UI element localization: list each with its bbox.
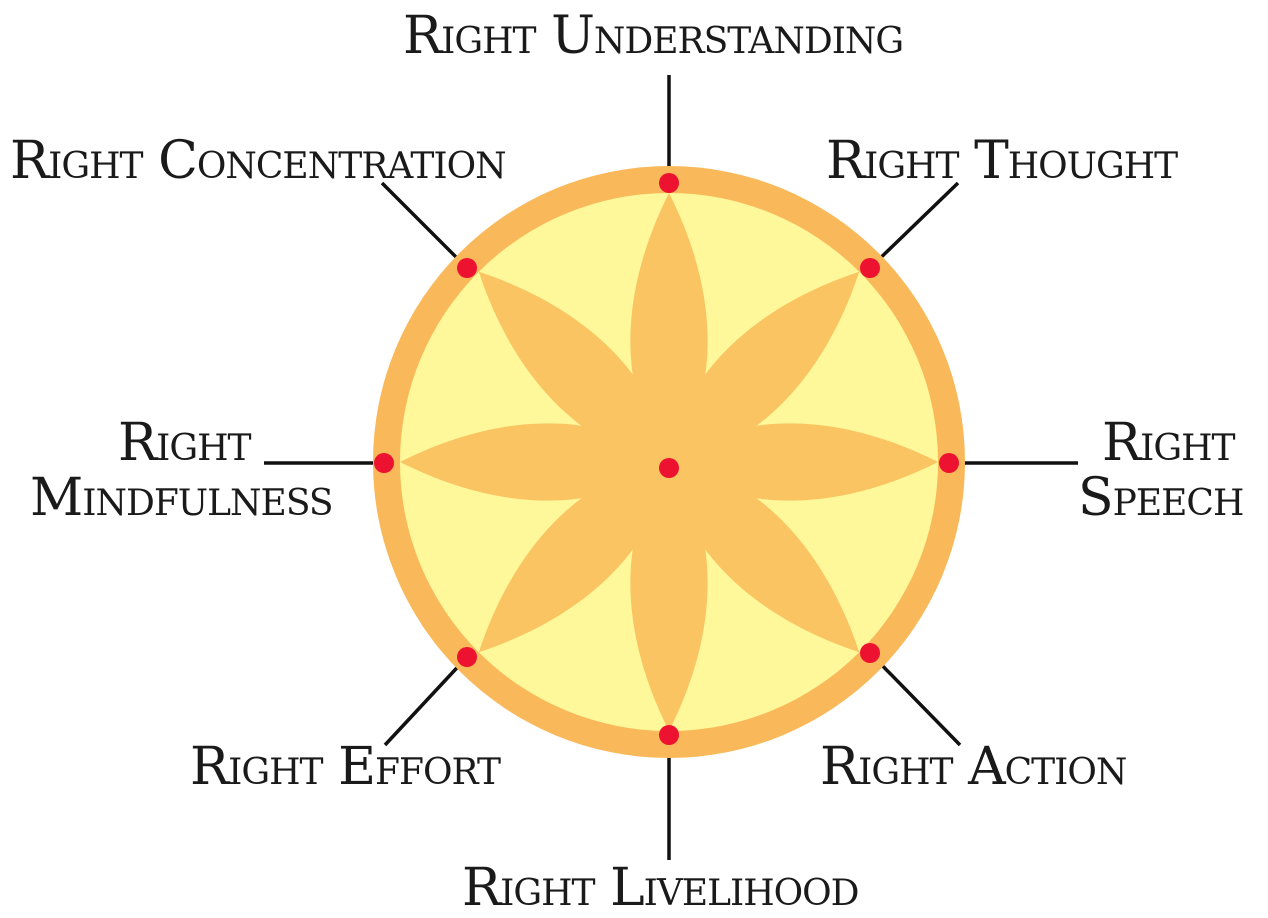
dot-center xyxy=(659,458,679,478)
label-right-livelihood: Right Livelihood xyxy=(462,862,859,914)
label-right-thought: Right Thought xyxy=(826,135,1177,187)
label-right-effort: Right Effort xyxy=(190,741,500,793)
label-right-speech-line2: Speech xyxy=(1078,471,1243,526)
label-right-mindfulness-line1: Right xyxy=(30,416,333,471)
connector-thought xyxy=(870,183,958,268)
dot-livelihood xyxy=(659,725,679,745)
label-right-concentration: Right Concentration xyxy=(10,135,506,187)
connector-action xyxy=(870,653,960,745)
label-right-mindfulness: Right Mindfulness xyxy=(30,416,333,525)
dot-effort xyxy=(457,647,477,667)
connector-effort xyxy=(385,657,467,745)
dot-action xyxy=(860,643,880,663)
dot-understanding xyxy=(659,173,679,193)
label-right-action: Right Action xyxy=(820,741,1126,793)
label-right-mindfulness-line2: Mindfulness xyxy=(30,471,333,526)
dot-speech xyxy=(939,453,959,473)
label-right-speech-line1: Right xyxy=(1078,416,1243,471)
dot-thought xyxy=(860,258,880,278)
dot-concentration xyxy=(457,258,477,278)
dot-mindfulness xyxy=(374,453,394,473)
connector-concentration xyxy=(382,183,467,268)
label-right-speech: Right Speech xyxy=(1078,416,1243,525)
label-right-understanding: Right Understanding xyxy=(403,10,903,62)
